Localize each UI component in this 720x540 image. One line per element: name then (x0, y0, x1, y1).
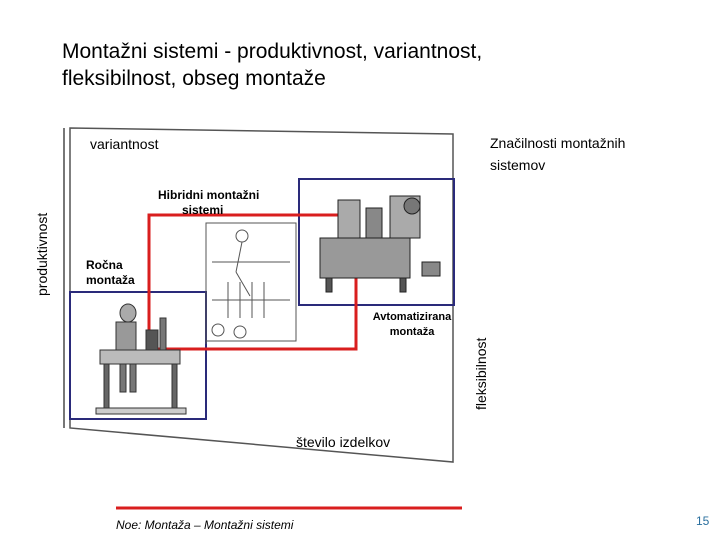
label-znacilnosti-line-1: Značilnosti montažnih (490, 135, 626, 151)
label-avtomatizirana: Avtomatizirana montaža (368, 310, 456, 340)
label-znacilnosti-line-2: sistemov (490, 157, 546, 173)
automated-machine-image (319, 195, 441, 293)
manual-workstation-image (95, 303, 187, 415)
label-fleksibilnost: fleksibilnost (473, 337, 489, 410)
label-rocna: Ročna montaža (86, 258, 135, 288)
label-avtomatizirana-line-2: montaža (389, 326, 435, 338)
rocna-box (69, 291, 207, 420)
label-rocna-line-1: Ročna (86, 258, 123, 272)
label-produktivnost: produktivnost (34, 212, 50, 296)
hybrid-schematic-image (205, 222, 297, 345)
label-znacilnosti: Značilnosti montažnih sistemov (490, 132, 625, 176)
avtomatizirana-box (298, 178, 455, 306)
page-number: 15 (696, 514, 710, 528)
label-hibridni-line-1: Hibridni montažni (158, 188, 260, 202)
title-line-2: fleksibilnost, obseg montaže (62, 67, 326, 90)
label-rocna-line-2: montaža (86, 273, 135, 287)
label-hibridni: Hibridni montažni sistemi (158, 188, 259, 218)
label-stevilo-izdelkov: število izdelkov (296, 434, 391, 450)
hibridni-box (147, 213, 358, 351)
label-variantnost: variantnost (90, 136, 159, 152)
slide-title: Montažni sistemi - produktivnost, varian… (62, 38, 682, 92)
label-hibridni-line-2: sistemi (182, 203, 224, 217)
footer-text: Noe: Montaža – Montažni sistemi (116, 518, 294, 532)
label-avtomatizirana-line-1: Avtomatizirana (372, 311, 452, 323)
title-line-1: Montažni sistemi - produktivnost, varian… (62, 40, 483, 63)
